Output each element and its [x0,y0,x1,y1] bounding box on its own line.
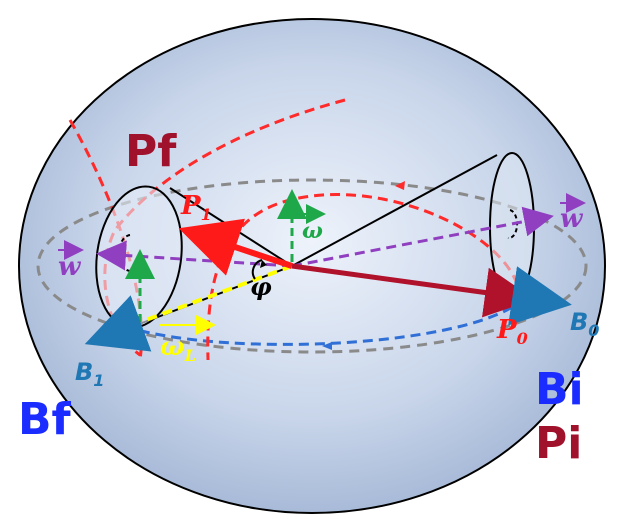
w-vector-right [291,206,554,268]
omega-label: ω [302,218,323,244]
b-field-path-arrow [322,342,332,350]
rotation-arrow-right [507,209,519,240]
b1-label: B1 [75,358,104,390]
pf-label: Pf [125,126,177,177]
b0-label: B0 [570,308,599,340]
cone-right-edge-top [291,154,498,267]
equator-dashed [36,178,588,354]
phi-angle-arc [251,259,263,280]
p0-label: P0 [496,315,528,348]
bi-label: Bi [535,364,584,415]
omega-l-label: ωL [160,332,196,365]
pi-label: Pi [535,418,582,469]
w-left-label: w [58,252,82,282]
b1-vector [84,295,152,352]
sphere [18,18,606,514]
p1-vector [178,218,293,276]
phi-angle-arrow [260,260,267,268]
p-path-upper-arrow [395,181,405,190]
w-right-label: w [560,204,584,234]
bf-label: Bf [18,394,72,445]
b0-vector [508,266,572,326]
p1-label: P1 [180,191,212,224]
phi-label: φ [250,272,272,301]
omega-l-vector [145,264,293,322]
p0-vector [291,263,535,318]
